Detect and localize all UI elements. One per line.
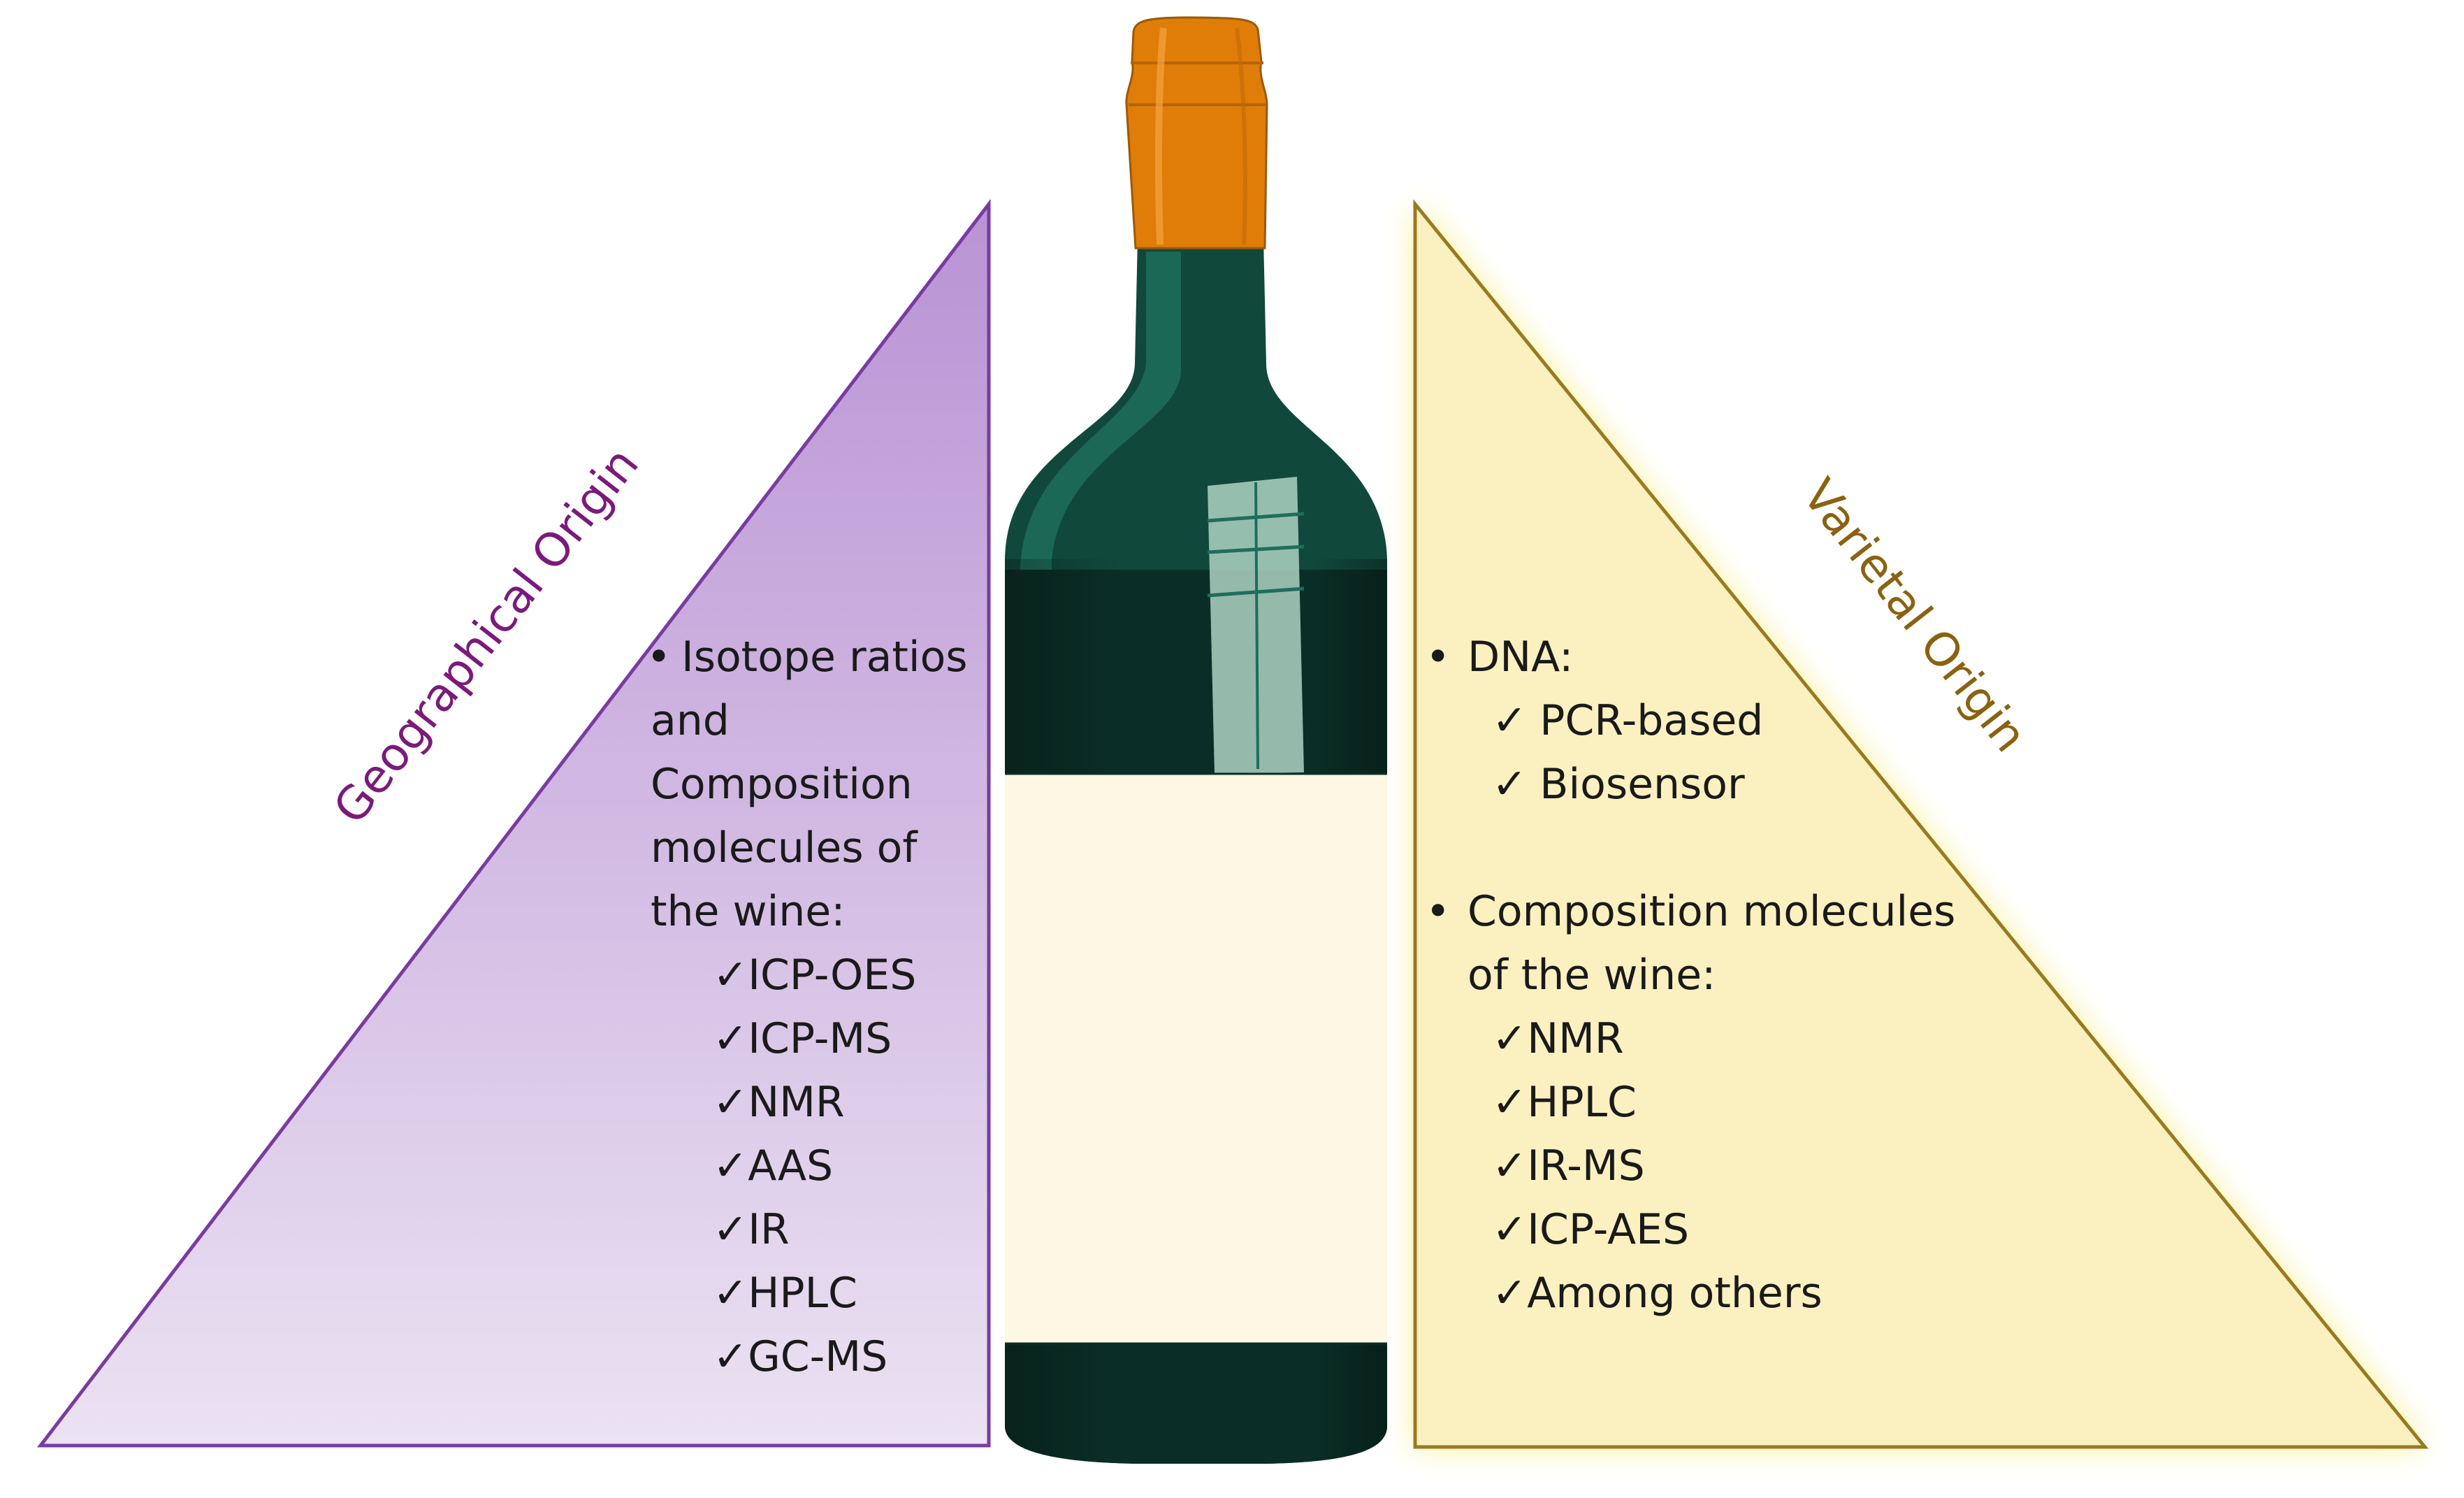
bullet-item: • Composition molecules bbox=[1426, 880, 1955, 944]
check-mark-icon: ✓ bbox=[713, 1269, 748, 1318]
check-text: PCR-based bbox=[1539, 696, 1764, 745]
check-mark-icon: ✓ bbox=[713, 1014, 748, 1063]
bullet-item-continuation: Composition bbox=[651, 753, 968, 816]
check-item: ✓Among others bbox=[1492, 1262, 1955, 1325]
check-item: ✓ICP-AES bbox=[1492, 1198, 1955, 1262]
check-text: HPLC bbox=[748, 1269, 857, 1318]
check-item: ✓PCR-based bbox=[1492, 689, 1955, 753]
check-text: GC-MS bbox=[748, 1332, 888, 1381]
check-item: ✓ICP-MS bbox=[713, 1007, 968, 1071]
bullet-item-continuation: and bbox=[651, 689, 968, 753]
check-item: ✓Biosensor bbox=[1492, 753, 1955, 816]
check-mark-icon: ✓ bbox=[1492, 1078, 1528, 1127]
bullet-item-continuation: of the wine: bbox=[1467, 944, 1955, 1007]
check-mark-icon: ✓ bbox=[713, 1141, 748, 1190]
check-item: ✓GC-MS bbox=[713, 1325, 968, 1389]
check-text: NMR bbox=[1527, 1014, 1624, 1063]
bullet-text: Isotope ratios bbox=[681, 633, 968, 682]
check-mark-icon: ✓ bbox=[713, 1205, 748, 1254]
bullet-item-continuation: molecules of bbox=[651, 816, 968, 880]
check-item: ✓ICP-OES bbox=[713, 944, 968, 1007]
check-mark-icon: ✓ bbox=[1492, 696, 1528, 745]
check-item: ✓HPLC bbox=[1492, 1071, 1955, 1135]
check-mark-icon: ✓ bbox=[1492, 1205, 1528, 1254]
check-mark-icon: ✓ bbox=[1492, 760, 1528, 809]
check-text: ICP-AES bbox=[1527, 1205, 1690, 1254]
check-text: AAS bbox=[748, 1141, 834, 1190]
bullet-text: Composition bbox=[651, 760, 913, 809]
bottle-shoulder-highlight bbox=[1020, 252, 1181, 570]
bullet-text: the wine: bbox=[651, 887, 846, 936]
check-mark-icon: ✓ bbox=[1492, 1141, 1528, 1190]
check-item: ✓NMR bbox=[1492, 1007, 1955, 1071]
check-mark-icon: ✓ bbox=[713, 951, 748, 1000]
check-text: IR bbox=[748, 1205, 790, 1254]
check-text: IR-MS bbox=[1527, 1141, 1645, 1190]
check-text: Among others bbox=[1527, 1269, 1822, 1318]
check-item: ✓HPLC bbox=[713, 1262, 968, 1325]
bullet-symbol: • bbox=[646, 633, 672, 682]
varietal-methods-list: •DNA:✓PCR-based✓Biosensor•Composition mo… bbox=[1426, 626, 1955, 1325]
check-item: ✓NMR bbox=[713, 1071, 968, 1135]
bullet-text: and bbox=[651, 696, 730, 745]
check-item: ✓IR-MS bbox=[1492, 1135, 1955, 1198]
varietal-origin-triangle bbox=[1413, 199, 2429, 1449]
check-mark-icon: ✓ bbox=[1492, 1014, 1528, 1063]
check-item: ✓AAS bbox=[713, 1135, 968, 1198]
check-text: ICP-MS bbox=[748, 1014, 892, 1063]
geographical-origin-triangle bbox=[36, 199, 991, 1448]
check-mark-icon: ✓ bbox=[1492, 1269, 1528, 1318]
check-text: HPLC bbox=[1527, 1078, 1637, 1127]
check-text: ICP-OES bbox=[748, 951, 917, 1000]
bullet-text: molecules of bbox=[651, 823, 918, 872]
check-item: ✓IR bbox=[713, 1198, 968, 1262]
bottle-label bbox=[1005, 774, 1387, 1344]
bullet-text: DNA: bbox=[1467, 633, 1574, 682]
bullet-text: Composition molecules bbox=[1467, 887, 1956, 936]
check-text: NMR bbox=[748, 1078, 845, 1127]
bullet-item: •Isotope ratios bbox=[646, 626, 968, 689]
bullet-text: of the wine: bbox=[1467, 951, 1716, 1000]
bullet-item: • DNA: bbox=[1426, 626, 1955, 689]
check-mark-icon: ✓ bbox=[713, 1332, 748, 1381]
check-text: Biosensor bbox=[1539, 760, 1745, 809]
bullet-item-continuation: the wine: bbox=[651, 880, 968, 944]
bullet-symbol: • bbox=[1426, 633, 1451, 682]
bullet-symbol: • bbox=[1426, 887, 1451, 936]
check-mark-icon: ✓ bbox=[713, 1078, 748, 1127]
wine-bottle bbox=[1005, 16, 1387, 1464]
